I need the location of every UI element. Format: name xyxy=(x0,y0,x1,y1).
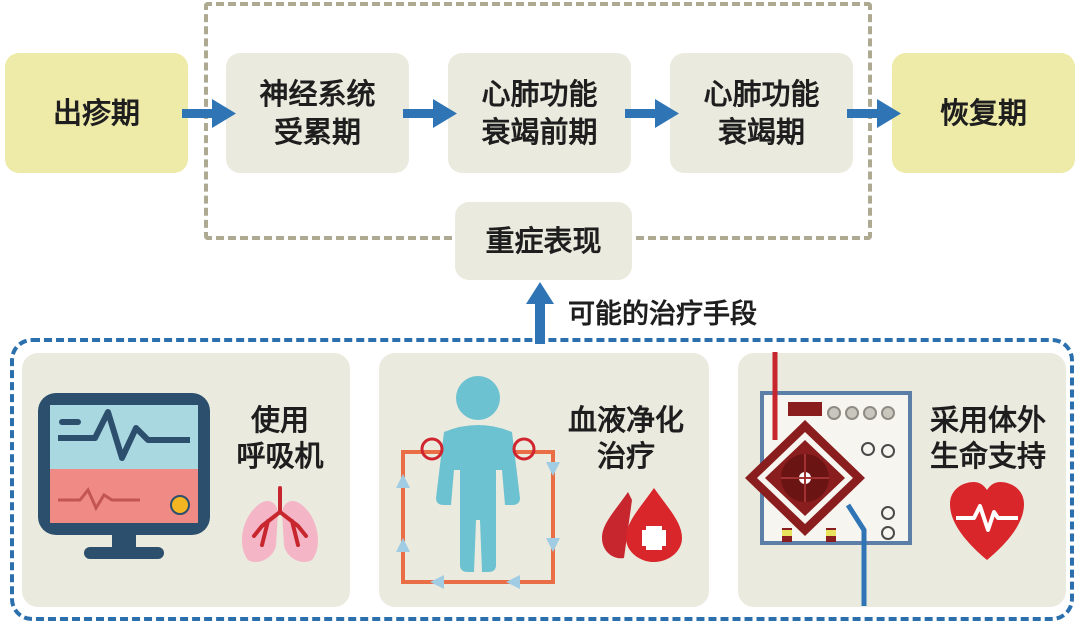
ecmo-machine-icon xyxy=(745,352,912,606)
blood-drop-icon xyxy=(602,488,682,562)
heart-pulse-icon xyxy=(950,482,1024,560)
stage-recovery-label: 恢复期 xyxy=(939,96,1027,130)
stage-cardiopulmonary-pre-failure: 心肺功能 衰竭前期 xyxy=(448,53,631,173)
treatment-label-ventilator: 使用 呼吸机 xyxy=(236,403,324,473)
flow-arrow-1 xyxy=(182,99,236,128)
stage-rash-label: 出疹期 xyxy=(52,96,140,130)
treatment-label-ecmo: 采用体外 生命支持 xyxy=(929,403,1046,473)
treatment-caption: 可能的治疗手段 xyxy=(568,299,757,330)
stage-rash: 出疹期 xyxy=(5,53,188,173)
flow-arrow-3 xyxy=(625,99,679,128)
flow-arrow-2 xyxy=(403,99,457,128)
stage-nervous-system: 神经系统 受累期 xyxy=(226,53,409,173)
flow-arrow-4 xyxy=(847,99,901,128)
lungs-icon xyxy=(242,486,318,563)
treatment-to-severe-arrow xyxy=(526,282,554,344)
stage-cardiopulmonary-pre-failure-label: 心肺功能 衰竭前期 xyxy=(481,77,598,149)
ventilator-monitor-icon xyxy=(38,393,210,559)
stage-recovery: 恢复期 xyxy=(892,53,1075,173)
stage-nervous-system-label: 神经系统 受累期 xyxy=(259,77,376,149)
stage-cardiopulmonary-failure: 心肺功能 衰竭期 xyxy=(670,53,853,173)
severe-manifestation-label: 重症表现 xyxy=(485,224,602,258)
treatment-label-blood-purification: 血液净化 治疗 xyxy=(567,403,684,473)
stage-cardiopulmonary-failure-label: 心肺功能 衰竭期 xyxy=(703,77,820,149)
blood-purification-body-icon xyxy=(396,376,560,589)
severe-manifestation-box: 重症表现 xyxy=(455,202,632,280)
treatment-panel-blood-purification xyxy=(379,353,709,607)
